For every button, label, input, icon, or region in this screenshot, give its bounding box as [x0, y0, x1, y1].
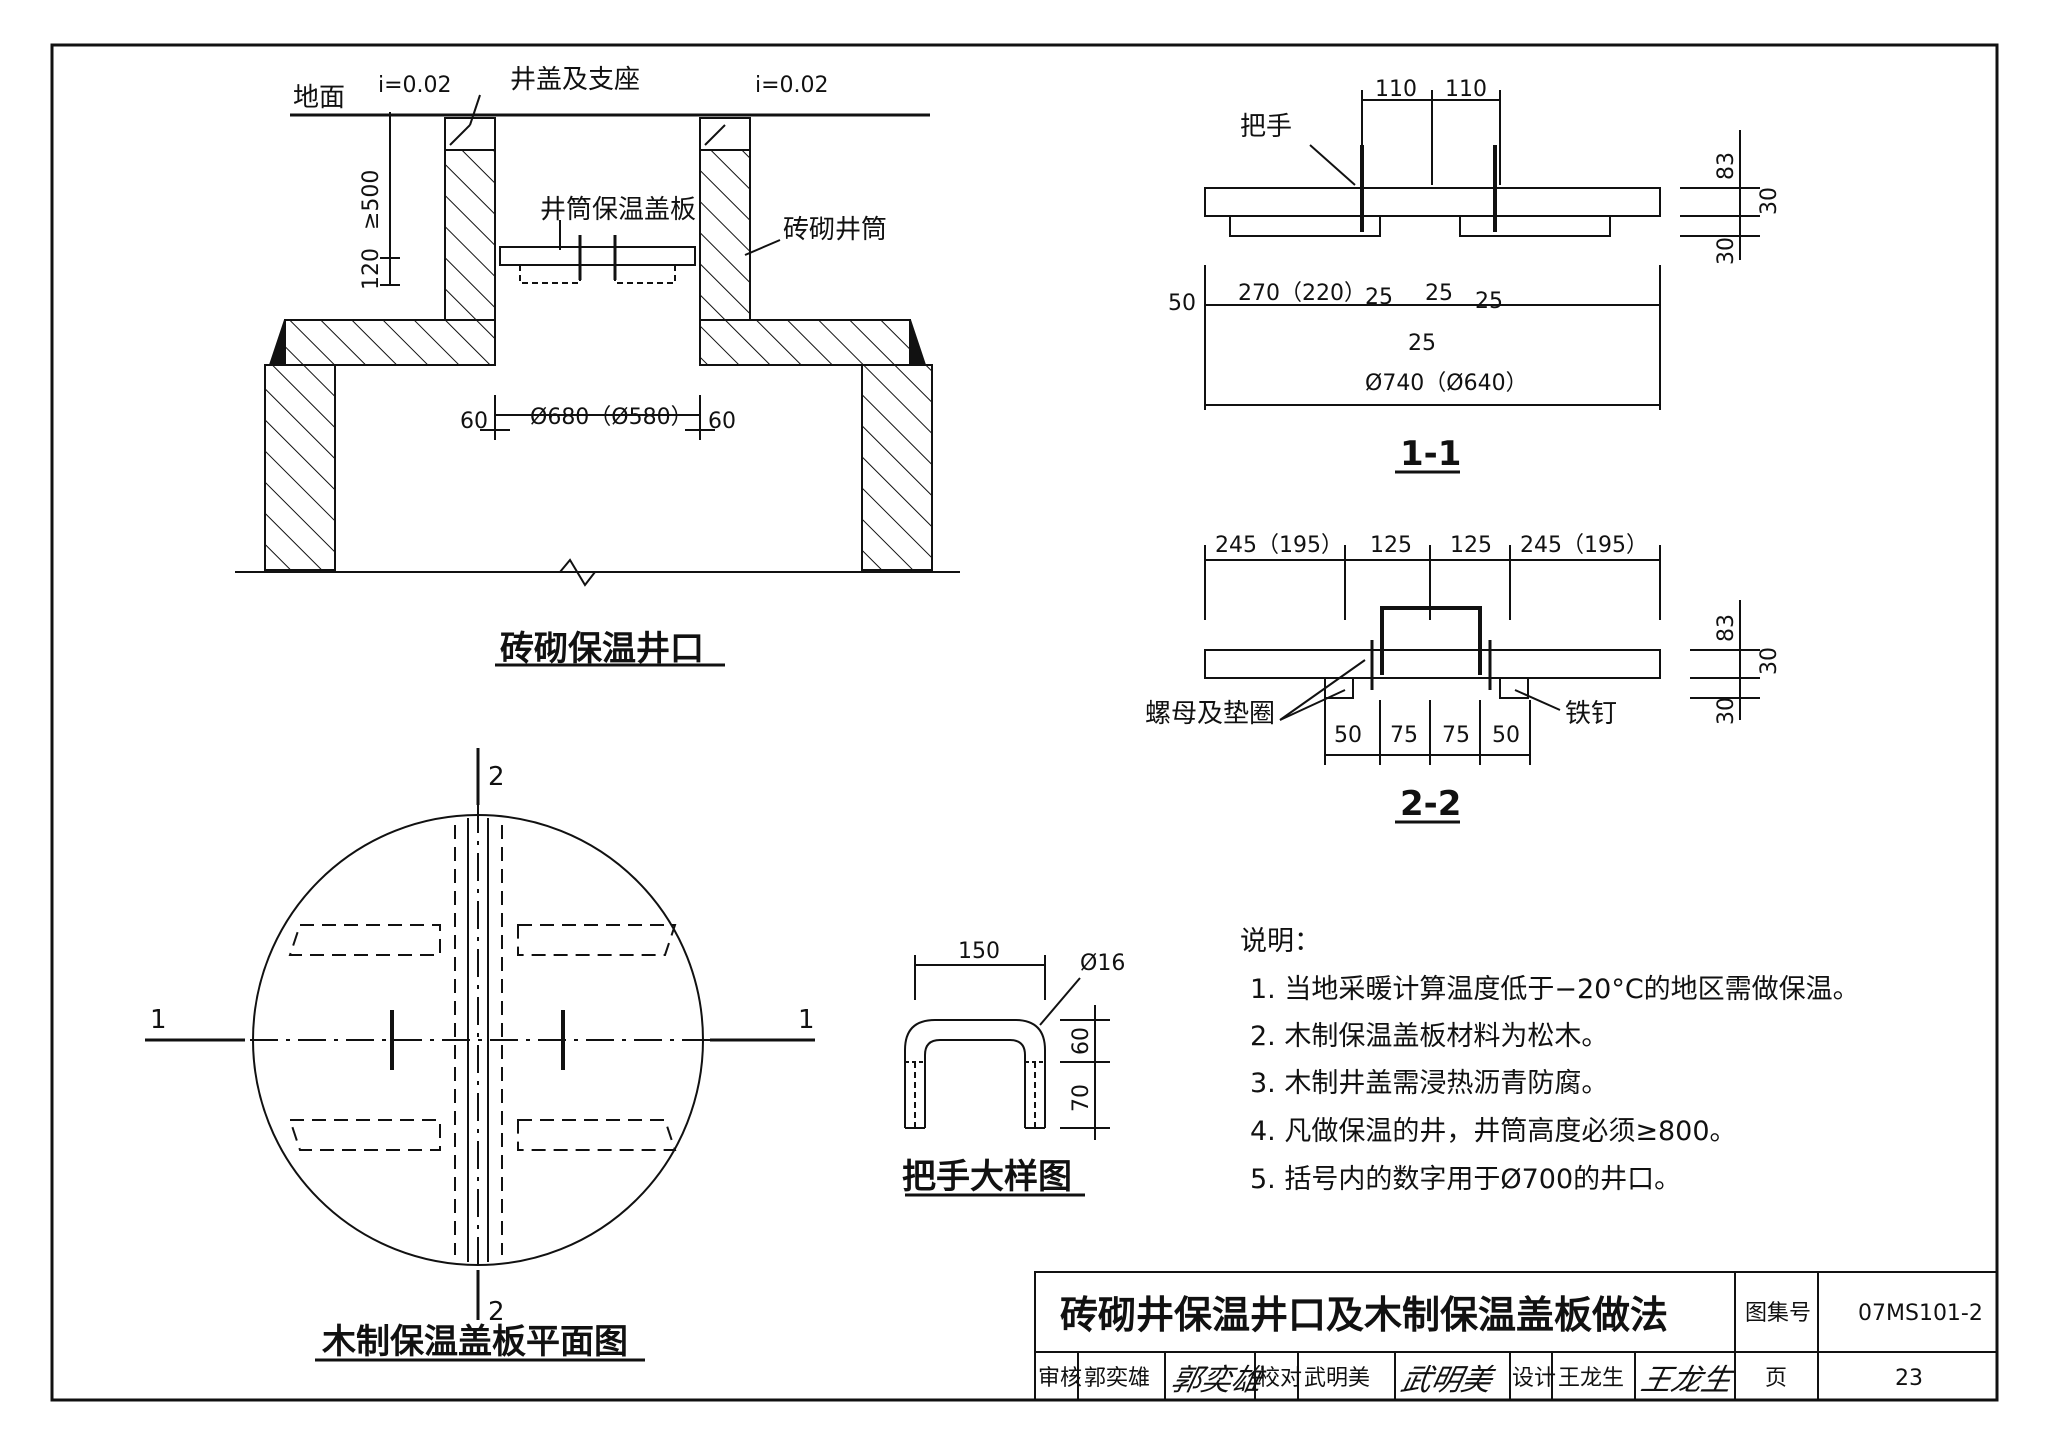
ground-label: 地面: [293, 83, 345, 113]
notes-heading: 说明：: [1240, 926, 1321, 957]
cut-1-left-label: 1: [150, 1005, 167, 1035]
dim-150: 150: [958, 939, 1000, 964]
nut-washer-label: 螺母及垫圈: [1145, 699, 1275, 729]
note-item-2: 2. 木制保温盖板材料为松木。: [1250, 1021, 1608, 1052]
note-item-1: 1. 当地采暖计算温度低于−20°C的地区需做保温。: [1250, 974, 1860, 1005]
dim-60-left: 60: [460, 409, 488, 434]
section-2-2-view: [1204, 545, 1760, 824]
sheet-border: [50, 43, 1999, 1402]
dim-30b-2-2: 30: [1714, 697, 1739, 725]
dim-30a-2-2: 30: [1757, 647, 1782, 675]
slope-right-label: i=0.02: [755, 73, 829, 98]
drawing-title: 砖砌井保温井口及木制保温盖板做法: [1060, 1293, 1668, 1337]
dim-70-handle: 70: [1069, 1084, 1094, 1112]
cut-2-top-label: 2: [488, 762, 505, 792]
dim-110b: 110: [1445, 77, 1487, 102]
review-label: 审核: [1038, 1366, 1082, 1391]
dim-16: Ø16: [1080, 951, 1125, 976]
cut-1-right-label: 1: [798, 1005, 815, 1035]
slope-left-label: i=0.02: [378, 73, 452, 98]
dim-245a: 245（195）: [1215, 533, 1343, 558]
plan-view: [145, 748, 815, 1362]
reviewer-signature: 郭奕雄: [1168, 1363, 1269, 1398]
brick-section-caption: 砖砌保温井口: [500, 629, 704, 669]
dim-30b-1-1: 30: [1714, 237, 1739, 265]
reviewer-name: 郭奕雄: [1084, 1366, 1150, 1391]
dim-25b: 25: [1425, 281, 1453, 306]
nail-label: 铁钉: [1565, 699, 1617, 729]
dim-500: ≥500: [359, 170, 384, 230]
design-label: 设计: [1512, 1366, 1556, 1391]
handle-detail-caption: 把手大样图: [902, 1157, 1072, 1197]
check-label: 校对: [1258, 1366, 1302, 1391]
dim-270: 270（220）: [1238, 281, 1366, 306]
page-label: 页: [1765, 1366, 1787, 1391]
checker-signature: 武明美: [1398, 1363, 1498, 1398]
cover-seat-label: 井盖及支座: [510, 65, 640, 95]
dim-83-2-2: 83: [1714, 614, 1739, 642]
handle-detail-view: [904, 955, 1110, 1197]
note-item-3: 3. 木制井盖需浸热沥青防腐。: [1250, 1068, 1608, 1099]
dim-25d: 25: [1408, 331, 1436, 356]
section-2-2-caption: 2-2: [1400, 784, 1461, 824]
dim-25c: 25: [1475, 289, 1503, 314]
dim-110a: 110: [1375, 77, 1417, 102]
dim-60-right: 60: [708, 409, 736, 434]
checker-name: 武明美: [1304, 1366, 1370, 1391]
dim-50-1-1: 50: [1168, 291, 1196, 316]
dim-125a: 125: [1370, 533, 1412, 558]
atlas-no-value: 07MS101-2: [1858, 1301, 1983, 1326]
page-number: 23: [1895, 1366, 1923, 1391]
dim-245b: 245（195）: [1520, 533, 1648, 558]
note-item-5: 5. 括号内的数字用于Ø700的井口。: [1250, 1164, 1681, 1195]
brick-section-view: [235, 94, 960, 667]
dim-75a: 75: [1390, 723, 1418, 748]
atlas-no-label: 图集号: [1745, 1301, 1811, 1326]
designer-signature: 王龙生: [1638, 1363, 1738, 1398]
designer-name: 王龙生: [1558, 1366, 1624, 1391]
handle-label-1-1: 把手: [1240, 112, 1292, 142]
dim-50a-2-2: 50: [1334, 723, 1362, 748]
dim-83-1-1: 83: [1714, 152, 1739, 180]
dim-60-handle: 60: [1069, 1027, 1094, 1055]
dim-680: Ø680（Ø580）: [530, 405, 693, 430]
dim-25a: 25: [1365, 285, 1393, 310]
dim-120: 120: [359, 248, 384, 290]
dim-125b: 125: [1450, 533, 1492, 558]
section-1-1-view: [1204, 90, 1760, 474]
dim-50b-2-2: 50: [1492, 723, 1520, 748]
insulation-board-label: 井筒保温盖板: [540, 195, 696, 225]
dim-75b: 75: [1442, 723, 1470, 748]
section-1-1-caption: 1-1: [1400, 434, 1461, 474]
brick-shaft-label: 砖砌井筒: [783, 215, 887, 245]
title-block: [1034, 1271, 1998, 1401]
cut-2-bottom-label: 2: [488, 1297, 505, 1327]
dim-30a-1-1: 30: [1757, 187, 1782, 215]
note-item-4: 4. 凡做保温的井，井筒高度必须≥800。: [1250, 1116, 1737, 1147]
plan-view-caption: 木制保温盖板平面图: [321, 1322, 628, 1362]
dim-740: Ø740（Ø640）: [1365, 371, 1528, 396]
